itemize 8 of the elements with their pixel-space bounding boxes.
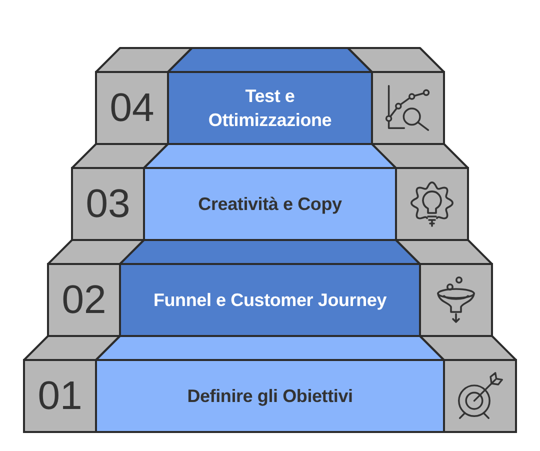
step-number: 01	[38, 376, 82, 416]
step-number: 03	[86, 184, 130, 224]
step-title: Test e Ottimizzazione	[207, 84, 333, 132]
step-number: 04	[110, 88, 154, 128]
step-title: Definire gli Obiettivi	[187, 384, 353, 408]
step-number: 02	[62, 280, 106, 320]
step-title: Funnel e Customer Journey	[153, 288, 387, 312]
step-title: Creatività e Copy	[198, 192, 342, 216]
